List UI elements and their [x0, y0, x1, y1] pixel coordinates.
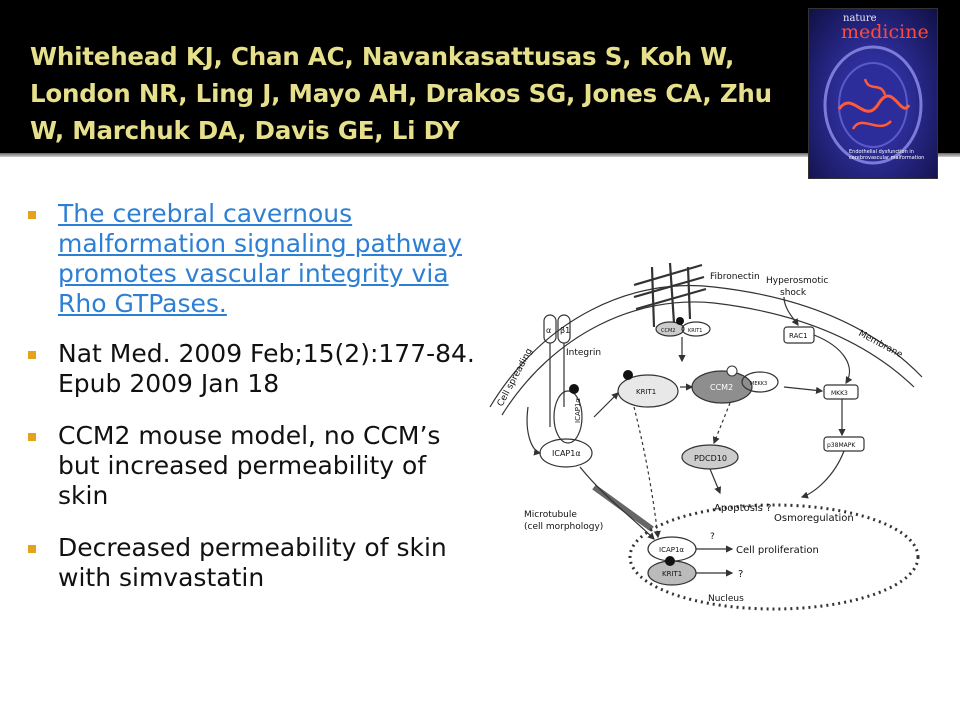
brain-scan-icon: [823, 45, 923, 165]
mekk3-oval: [741, 371, 779, 393]
arrow: [800, 450, 845, 499]
binding-dot: [569, 384, 579, 394]
label-cell-morphology: (cell morphology): [524, 522, 603, 532]
header-divider: [0, 153, 960, 157]
label-question-1: ?: [710, 532, 715, 542]
slide-content: The cerebral cavernous malformation sign…: [0, 157, 960, 720]
binding-dot: [665, 556, 675, 566]
label-cell-proliferation: Cell proliferation: [736, 545, 819, 556]
membrane-line-inner: [501, 301, 915, 416]
arrow: [783, 386, 824, 394]
bullet-marker-icon: [28, 433, 36, 441]
cover-brand-bottom: medicine: [841, 21, 929, 43]
journal-cover-image: nature medicine Endothelial dysfunction …: [808, 8, 938, 179]
label-krit1-small: KRIT1: [688, 328, 702, 334]
label-mkk3: MKK3: [831, 390, 848, 397]
icap1a-oval: [553, 390, 583, 444]
label-pdcd10: PDCD10: [694, 454, 727, 463]
slide-header: Whitehead KJ, Chan AC, Navankasattusas S…: [0, 0, 960, 153]
slide-title: Whitehead KJ, Chan AC, Navankasattusas S…: [30, 42, 772, 145]
label-apoptosis: Apoptosis ?: [714, 503, 771, 514]
label-p38mapk: p38MAPK: [827, 442, 856, 449]
arrow: [593, 392, 619, 418]
arrow: [579, 466, 655, 540]
membrane-line: [489, 284, 923, 408]
finding-text: Decreased permeability of skin with simv…: [58, 533, 447, 592]
label-krit1: KRIT1: [636, 388, 656, 396]
label-mekk3: MEKK3: [750, 381, 767, 387]
label-shock: shock: [780, 288, 807, 298]
label-integrin: Integrin: [566, 348, 601, 358]
label-osmoregulation: Osmoregulation: [774, 513, 854, 524]
integrin-stalk: [549, 343, 565, 427]
arrow: [813, 334, 853, 385]
label-nucleus: Nucleus: [708, 594, 744, 604]
label-cell-spreading: Cell spreading: [496, 347, 535, 408]
arrow: [712, 402, 731, 445]
bullet-item: CCM2 mouse model, no CCM’s but increased…: [28, 421, 478, 511]
arrow: [526, 406, 542, 456]
label-icap1a-nuc: ICAP1α: [659, 546, 684, 554]
nucleus-outline: [628, 503, 920, 611]
label-beta1: β1: [560, 326, 570, 335]
bullet-item: The cerebral cavernous malformation sign…: [28, 199, 478, 319]
krit1-oval: [617, 374, 679, 408]
label-ccm2-small: CCM2: [661, 328, 675, 334]
bullet-marker-icon: [28, 211, 36, 219]
label-question-2: ?: [738, 569, 743, 580]
cover-brand-top: nature: [843, 13, 877, 24]
bullet-marker-icon: [28, 351, 36, 359]
label-hyperosmotic: Hyperosmotic: [766, 276, 828, 286]
label-microtubule: Microtubule: [524, 510, 577, 520]
bullet-item: Nat Med. 2009 Feb;15(2):177-84. Epub 200…: [28, 339, 478, 399]
label-membrane: Membrane: [857, 329, 905, 361]
bullet-item: Decreased permeability of skin with simv…: [28, 533, 478, 593]
binding-dot: [676, 317, 684, 325]
label-icap1a: ICAP1α: [574, 398, 582, 423]
label-ccm2: CCM2: [710, 383, 733, 392]
arrow: [709, 468, 722, 495]
ccm2-small-oval: [655, 321, 685, 337]
label-icap1a-2: ICAP1α: [552, 449, 581, 458]
microtubule-rod: [592, 484, 654, 532]
citation-text: Nat Med. 2009 Feb;15(2):177-84. Epub 200…: [58, 339, 475, 398]
label-alpha: α: [546, 326, 551, 335]
mkk3-box: [823, 384, 859, 400]
bullet-list: The cerebral cavernous malformation sign…: [28, 199, 478, 593]
binding-circle: [726, 365, 738, 377]
label-krit1-nuc: KRIT1: [662, 570, 682, 578]
label-fibronectin: Fibronectin: [710, 272, 760, 282]
binding-dot: [623, 370, 633, 380]
cover-caption: Endothelial dysfunction in cerebrovascul…: [849, 149, 925, 161]
label-rac1: RAC1: [789, 332, 808, 340]
bullet-marker-icon: [28, 545, 36, 553]
ccm-signaling-diagram: Fibronectin Hyperosmotic shock Integrin …: [489, 262, 923, 611]
arrow: [633, 406, 661, 539]
arrow: [783, 296, 799, 326]
finding-text: CCM2 mouse model, no CCM’s but increased…: [58, 421, 441, 510]
fibronectin-fibers: [633, 262, 707, 328]
article-title-link[interactable]: The cerebral cavernous malformation sign…: [58, 199, 463, 318]
krit1-small-oval: [681, 321, 711, 337]
